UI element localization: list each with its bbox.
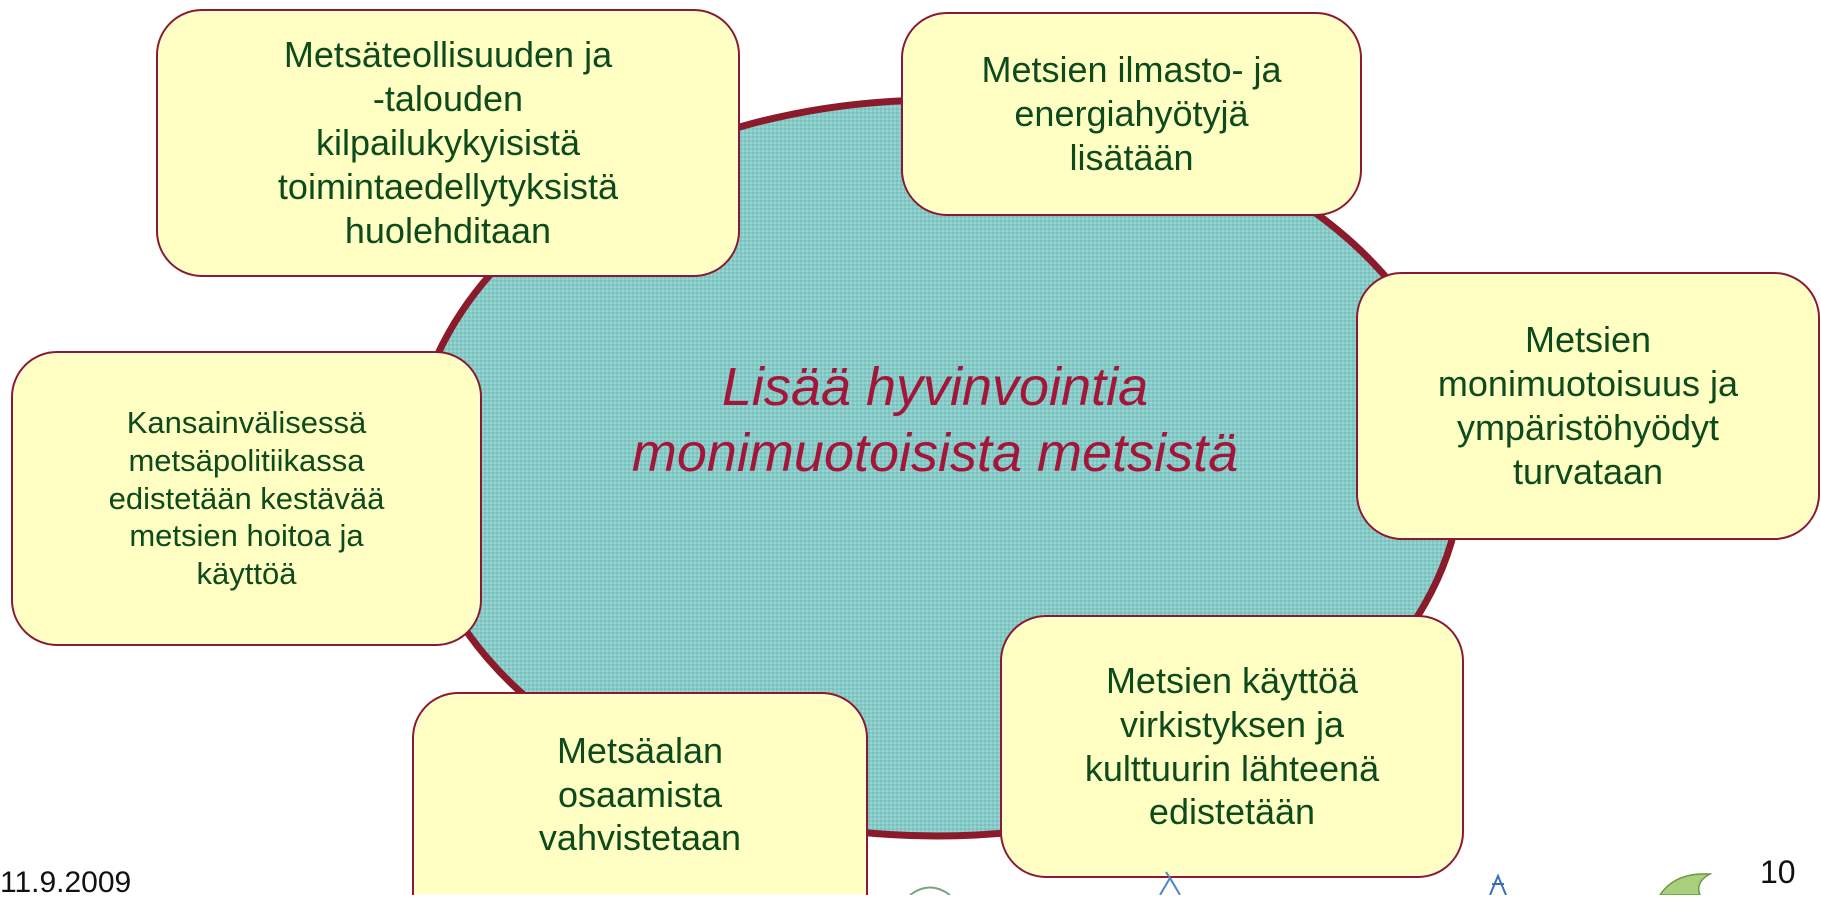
- central-theme-text: Lisää hyvinvointia monimuotoisista metsi…: [631, 357, 1239, 483]
- box-international-policy: Kansainvälisessä metsäpolitiikassa edist…: [11, 351, 482, 646]
- decorative-logo-fragments: [909, 871, 1713, 895]
- box-international-policy-label: Kansainvälisessä metsäpolitiikassa edist…: [108, 404, 385, 592]
- footer-date: 11.9.2009: [0, 866, 132, 899]
- leaf-sketch-icon: [909, 886, 951, 895]
- box-biodiversity-label: Metsien monimuotoisuus ja ympäristöhyödy…: [1437, 319, 1739, 492]
- box-climate-energy: Metsien ilmasto- ja energiahyötyjä lisät…: [901, 12, 1362, 216]
- box-recreation-culture-label: Metsien käyttöä virkistyksen ja kulttuur…: [1084, 659, 1380, 833]
- box-biodiversity: Metsien monimuotoisuus ja ympäristöhyödy…: [1356, 272, 1820, 540]
- box-climate-energy-label: Metsien ilmasto- ja energiahyötyjä lisät…: [981, 49, 1282, 178]
- box-expertise-label: Metsäalan osaamista vahvistetaan: [538, 729, 742, 859]
- page-number: 10: [1760, 854, 1796, 890]
- box-recreation-culture: Metsien käyttöä virkistyksen ja kulttuur…: [1000, 615, 1464, 878]
- bird-logo-icon: [1659, 873, 1713, 895]
- box-competitiveness: Metsäteollisuuden ja -talouden kilpailuk…: [156, 9, 740, 277]
- star-sketch-icon: [1489, 873, 1507, 895]
- box-expertise: Metsäalan osaamista vahvistetaan: [412, 692, 868, 895]
- branch-sketch-icon: [1159, 871, 1181, 895]
- box-competitiveness-label: Metsäteollisuuden ja -talouden kilpailuk…: [277, 34, 619, 251]
